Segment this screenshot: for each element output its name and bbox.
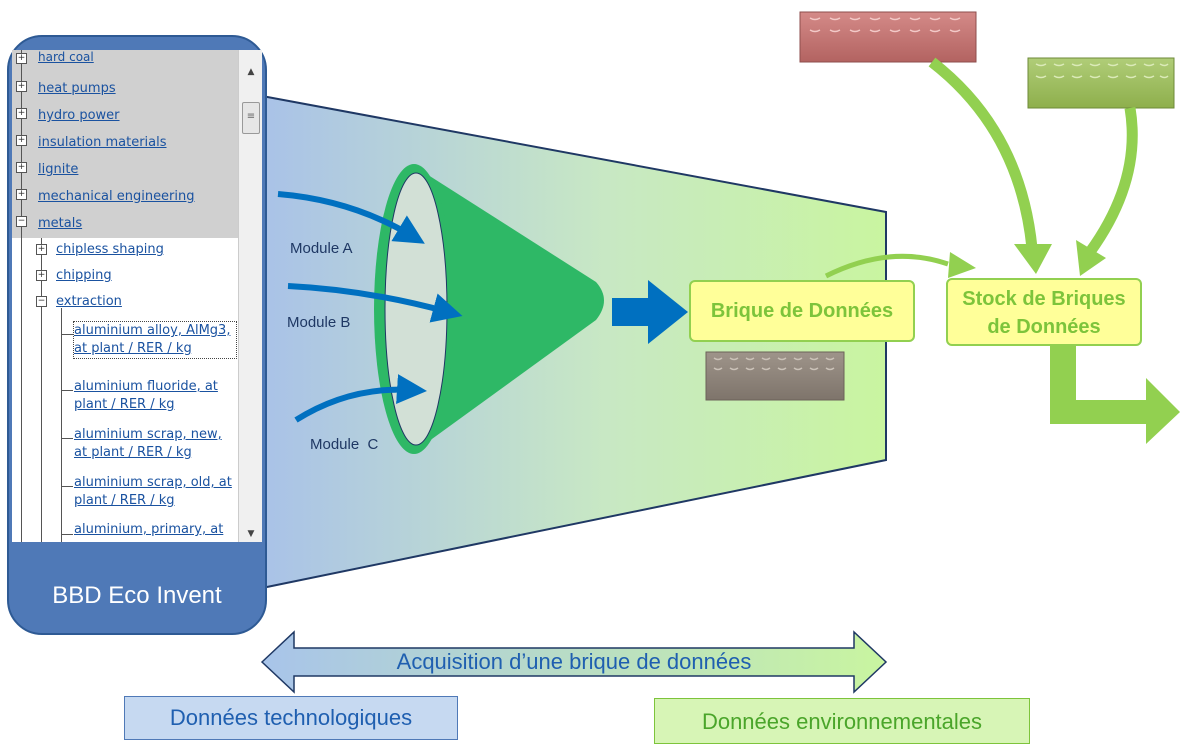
red-brick-icon — [799, 11, 977, 63]
scroll-up-icon[interactable]: ▲ — [247, 67, 255, 77]
stock-box: Stock de Briques de Données — [946, 278, 1142, 346]
tree-item-chipless-shaping[interactable]: chipless shaping — [56, 242, 164, 257]
tree-leaf-aluminium-primary[interactable]: aluminium, primary, at — [74, 522, 224, 537]
scroll-down-icon[interactable]: ▼ — [247, 529, 255, 539]
tree-toggle-icon[interactable]: + — [16, 81, 27, 92]
red-brick-arrowhead — [1014, 244, 1052, 274]
tree-toggle-icon[interactable]: + — [16, 135, 27, 146]
tree-toggle-icon[interactable]: − — [16, 216, 27, 227]
green-brick-arrow — [1085, 107, 1138, 256]
green-brick-arrowhead — [1076, 240, 1106, 276]
tree-leaf-aluminium-scrap-new[interactable]: aluminium scrap, new, at plant / RER / k… — [74, 427, 222, 460]
stock-line-1: Stock de Briques — [962, 288, 1126, 310]
category-tree[interactable]: + hard coal + heat pumps + hydro power +… — [12, 50, 262, 542]
brique-to-stock-arrowhead — [948, 252, 976, 278]
tree-toggle-icon[interactable]: + — [16, 108, 27, 119]
brique-box: Brique de Données — [689, 280, 915, 342]
tree-item-heat-pumps[interactable]: heat pumps — [38, 81, 116, 96]
acquisition-label: Acquisition d’une brique de données — [396, 649, 752, 674]
tree-item-hard-coal[interactable]: hard coal — [38, 50, 94, 64]
acquisition-double-arrow — [260, 630, 888, 694]
tree-item-extraction[interactable]: extraction — [56, 294, 122, 309]
module-c-label: Module C — [310, 436, 379, 453]
tree-item-insulation-materials[interactable]: insulation materials — [38, 135, 167, 150]
grey-brick-icon — [705, 351, 845, 401]
tree-item-hydro-power[interactable]: hydro power — [38, 108, 120, 123]
funnel-cone — [414, 166, 604, 452]
tree-leaf-aluminium-alloy[interactable]: aluminium alloy, AlMg3, at plant / RER /… — [73, 321, 237, 359]
tree-toggle-icon[interactable]: + — [16, 53, 27, 64]
tree-toggle-icon[interactable]: + — [36, 244, 47, 255]
tree-leaf-aluminium-fluoride[interactable]: aluminium fluoride, at plant / RER / kg — [74, 379, 218, 412]
tree-toggle-icon[interactable]: + — [16, 162, 27, 173]
module-b-arrow — [287, 283, 463, 323]
module-a-arrow — [277, 191, 425, 244]
tree-item-lignite[interactable]: lignite — [38, 162, 79, 177]
brique-to-stock-arrow — [824, 253, 949, 279]
tree-item-metals[interactable]: metals — [38, 216, 83, 231]
module-a-label: Module A — [290, 240, 353, 257]
scroll-thumb[interactable]: ≡ — [242, 102, 260, 134]
module-c-arrow — [294, 374, 427, 423]
zoom-trapezoid — [261, 94, 887, 590]
tree-toggle-icon[interactable]: − — [36, 296, 47, 307]
tech-data-label: Données technologiques — [124, 696, 458, 740]
env-data-label: Données environnementales — [654, 698, 1030, 744]
stock-output-arrow — [1050, 336, 1180, 444]
tree-bottom-section: + chipless shaping + chipping − extracti… — [12, 238, 238, 542]
stock-line-2: de Données — [987, 316, 1101, 338]
tree-leaf-aluminium-scrap-old[interactable]: aluminium scrap, old, at plant / RER / k… — [74, 475, 232, 508]
red-brick-arrow — [928, 57, 1038, 249]
tree-toggle-icon[interactable]: + — [16, 189, 27, 200]
tree-scrollbar[interactable]: ▲ ≡ ▼ — [238, 50, 262, 542]
green-brick-icon — [1027, 57, 1175, 109]
panel-title: BBD Eco Invent — [52, 582, 222, 609]
tree-item-mechanical-engineering[interactable]: mechanical engineering — [38, 189, 195, 204]
tree-item-chipping[interactable]: chipping — [56, 268, 112, 283]
output-arrow — [612, 280, 688, 344]
tree-toggle-icon[interactable]: + — [36, 270, 47, 281]
tree-top-section: + hard coal + heat pumps + hydro power +… — [12, 50, 238, 238]
module-b-label: Module B — [287, 314, 351, 331]
